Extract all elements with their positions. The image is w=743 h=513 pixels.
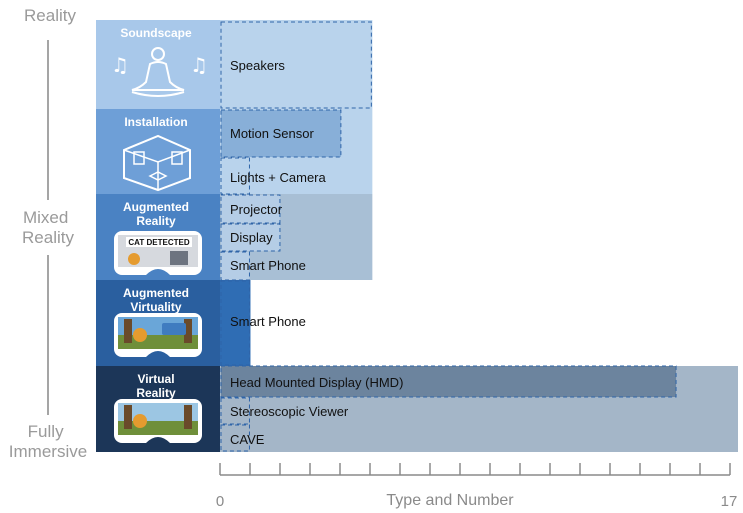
item-bar-augmented-reality-smart-phone [220, 251, 250, 281]
item-label-installation-motion-sensor: Motion Sensor [230, 126, 314, 141]
header-bg-soundscape [96, 20, 220, 109]
item-label-virtual-reality-cave: CAVE [230, 432, 265, 447]
header-title-soundscape: Soundscape [120, 26, 192, 40]
header-title-installation: Installation [124, 115, 187, 129]
item-label-soundscape-speakers: Speakers [230, 58, 285, 73]
item-label-virtual-reality-head-mounted-display-hmd-: Head Mounted Display (HMD) [230, 375, 403, 390]
item-label-augmented-reality-projector: Projector [230, 202, 283, 217]
item-bar-augmented-virtuality-smart-phone [220, 280, 250, 366]
item-label-virtual-reality-stereoscopic-viewer: Stereoscopic Viewer [230, 404, 349, 419]
x-axis [219, 463, 731, 476]
item-bar-virtual-reality-stereoscopic-viewer [220, 397, 250, 425]
item-bar-installation-motion-sensor [220, 109, 342, 158]
y-label-fully-immersive: Fully Immersive [9, 422, 87, 461]
item-bar-augmented-reality-projector [220, 194, 281, 224]
x-tick-label-17: 17 [721, 493, 738, 510]
item-bar-virtual-reality-head-mounted-display-hmd- [220, 365, 677, 398]
item-bar-soundscape-speakers [220, 21, 372, 109]
x-tick-label-0: 0 [216, 493, 224, 510]
ar-headset-icon: CAT DETECTED [114, 231, 202, 275]
header-soundscape: Soundscape♫♫ [96, 20, 220, 109]
item-label-augmented-reality-display: Display [230, 230, 273, 245]
item-bar-installation-lights-camera [220, 157, 250, 195]
item-label-augmented-reality-smart-phone: Smart Phone [230, 258, 306, 273]
bar-augmented-virtuality [220, 280, 251, 366]
x-axis-label: Type and Number [386, 492, 514, 509]
header-installation: Installation [96, 109, 220, 194]
item-bars [220, 21, 677, 452]
av-headset-icon [114, 313, 202, 357]
y-label-reality: Reality [24, 6, 76, 25]
meditation-music-icon: ♫♫ [111, 47, 208, 97]
item-label-installation-lights-camera: Lights + Camera [230, 170, 327, 185]
item-label-augmented-virtuality-smart-phone: Smart Phone [230, 314, 306, 329]
y-label-mixed-reality: Mixed Reality [22, 208, 74, 247]
cat-detected-text: CAT DETECTED [128, 238, 189, 247]
bar-soundscape [220, 20, 373, 109]
item-bar-augmented-reality-display [220, 223, 281, 252]
room-cube-icon [123, 134, 191, 192]
item-bar-virtual-reality-cave [220, 424, 250, 452]
svg-text:♫: ♫ [190, 53, 208, 77]
vr-headset-icon [114, 399, 202, 443]
svg-text:♫: ♫ [111, 53, 129, 77]
